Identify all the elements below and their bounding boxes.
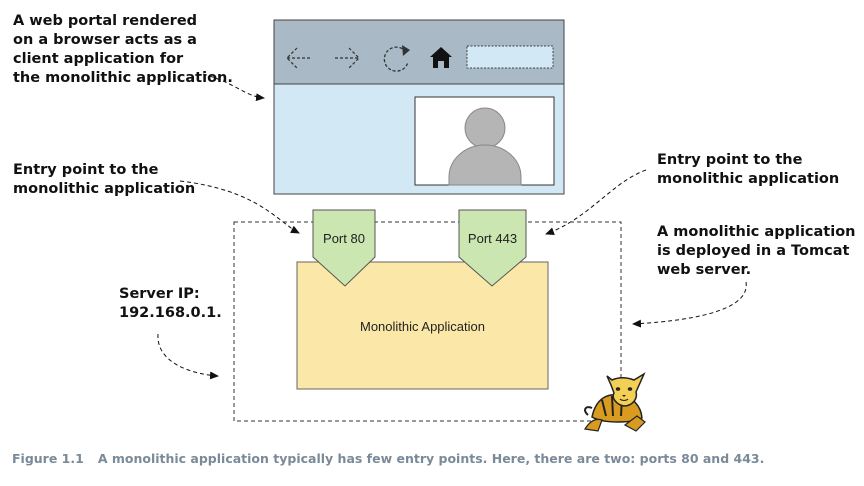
- server-boundary: [233, 221, 622, 422]
- figure-caption: Figure 1.1 A monolithic application typic…: [12, 451, 764, 466]
- tomcat-annotation: A monolithic application is deployed in …: [657, 224, 856, 278]
- refresh-icon[interactable]: [383, 46, 409, 72]
- figure-caption-text: A monolithic application typically has f…: [97, 451, 765, 466]
- port-80-shape: [312, 209, 376, 287]
- server-ip-arrow: [157, 333, 219, 380]
- monolithic-app-box: [296, 261, 549, 390]
- tomcat-logo: [584, 372, 646, 432]
- monolithic-app-label: Monolithic Application: [359, 319, 486, 334]
- forward-arrow-icon[interactable]: [335, 47, 360, 69]
- entry-left-arrow: [179, 180, 300, 234]
- port-443-label: Port 443: [467, 231, 518, 246]
- address-bar[interactable]: [466, 45, 554, 69]
- back-arrow-icon[interactable]: [286, 47, 311, 69]
- entry-point-left-annotation: Entry point to the monolithic applicatio…: [13, 162, 196, 197]
- port-80-label: Port 80: [323, 231, 365, 246]
- browser-window: [273, 19, 565, 195]
- tomcat-arrow: [632, 281, 747, 328]
- port-443-shape: [458, 209, 527, 287]
- entry-point-right-annotation: Entry point to the monolithic applicatio…: [657, 152, 840, 187]
- figure-number: Figure 1.1: [12, 451, 84, 466]
- user-avatar-icon: [448, 107, 522, 186]
- portal-annotation: A web portal rendered on a browser acts …: [13, 13, 233, 86]
- server-ip-annotation: Server IP: 192.168.0.1.: [119, 286, 222, 321]
- portal-arrow: [202, 73, 265, 102]
- home-icon[interactable]: [430, 47, 452, 68]
